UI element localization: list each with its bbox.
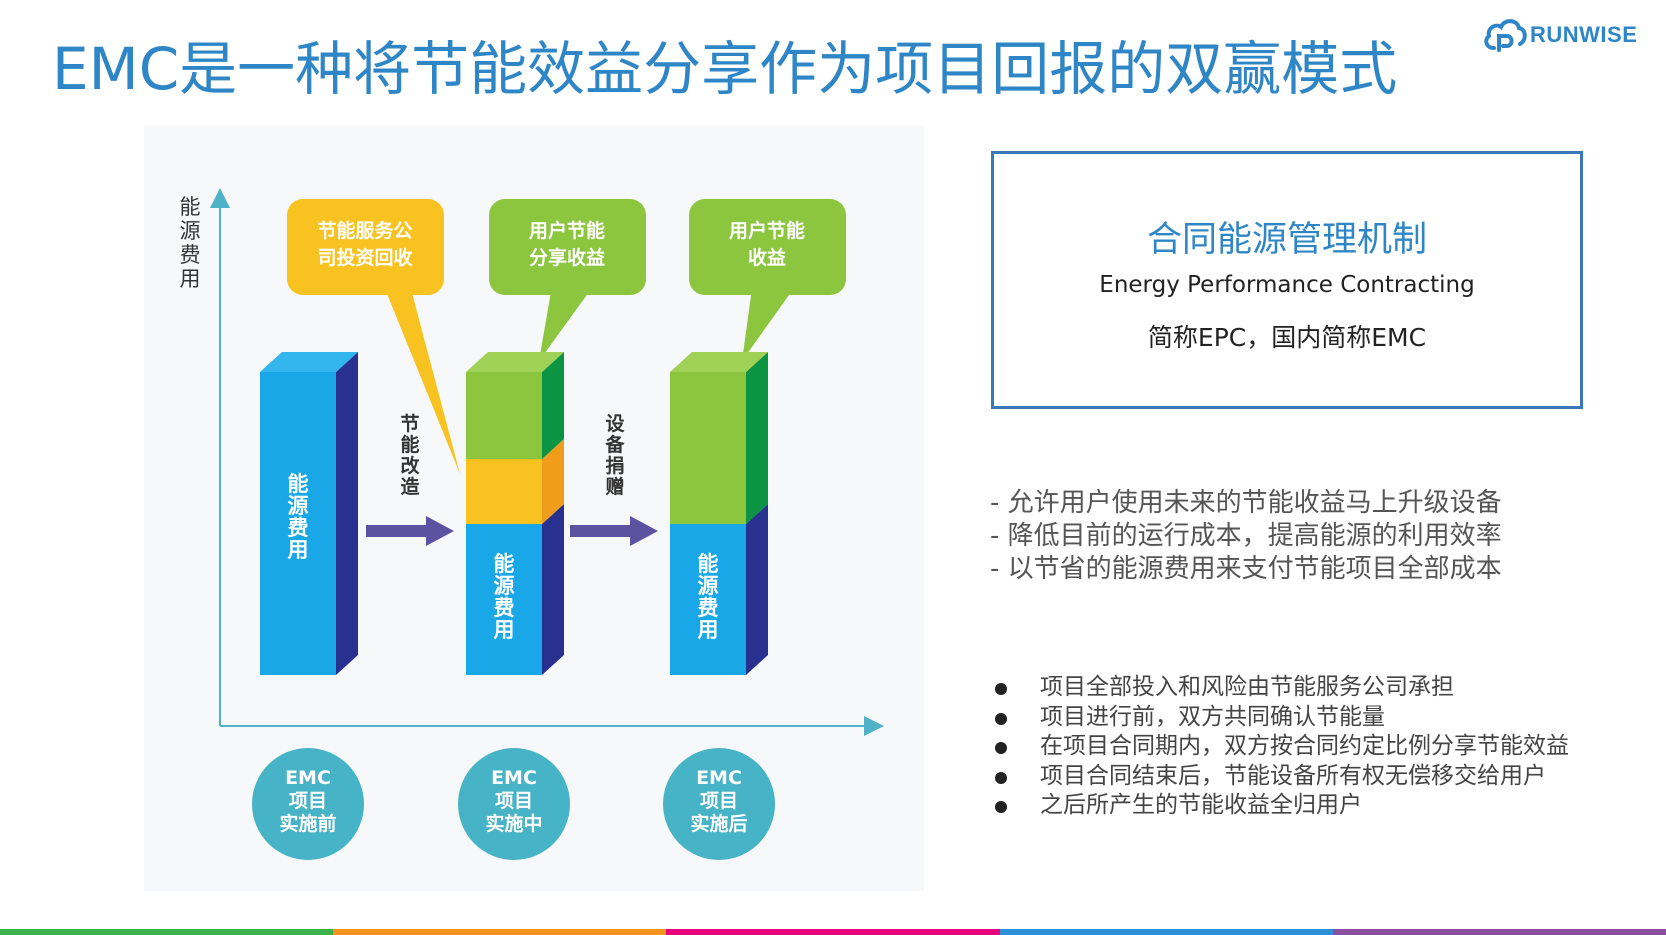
bar-segment <box>0 929 333 935</box>
bar-label: 能源费用 <box>698 552 719 642</box>
bar-label-char: 费 <box>494 596 515 620</box>
bar-label-char: 能 <box>288 472 309 496</box>
circle-line: 项目 <box>700 790 738 812</box>
arrow-label-char: 改 <box>400 454 420 477</box>
bubble-line: 节能服务公 <box>317 219 412 242</box>
arrow-equipment-donation: 设备捐赠 <box>570 413 658 546</box>
runwise-logo: RUNWISE <box>1482 14 1632 58</box>
circle-line: 实施前 <box>279 812 336 835</box>
bar-label-char: 用 <box>698 618 719 642</box>
y-axis-label: 能源费用 <box>180 195 201 291</box>
arrow-label-char: 设 <box>605 413 624 435</box>
arrow-label-char: 能 <box>400 433 419 456</box>
bar-label: 能源费用 <box>288 472 309 562</box>
y-axis-label-char: 用 <box>180 267 201 291</box>
bubble-line: 收益 <box>748 246 786 269</box>
bar-before: 能源费用 <box>260 352 358 675</box>
bottom-color-bar <box>0 929 1666 935</box>
rules-item: 项目合同结束后，节能设备所有权无偿移交给用户 <box>995 762 1569 792</box>
circle-line: 项目 <box>495 790 533 812</box>
bar-after: 能源费用 <box>670 352 768 675</box>
bar-label-char: 用 <box>494 618 515 642</box>
emc-box-short-name: 简称EPC，国内简称EMC <box>994 318 1580 354</box>
rules-item: 项目全部投入和风险由节能服务公司承担 <box>995 673 1569 703</box>
circle-line: EMC <box>696 767 742 789</box>
bar-label-char: 能 <box>698 552 719 576</box>
bar-label-char: 源 <box>288 494 309 518</box>
bubble-line: 用户节能 <box>729 219 805 242</box>
bar-segment <box>1333 929 1666 935</box>
bar-label-char: 费 <box>288 516 309 540</box>
bubble-user-benefit: 用户节能收益 <box>689 199 846 361</box>
bar-segment <box>1000 929 1333 935</box>
arrow-label: 节能改造 <box>400 413 420 498</box>
circle-line: 实施中 <box>485 812 542 835</box>
cloud-logo-icon <box>1482 14 1528 54</box>
benefit-list: - 允许用户使用未来的节能收益马上升级设备 - 降低目前的运行成本，提高能源的利… <box>990 487 1502 586</box>
logo-text: RUNWISE <box>1530 22 1637 48</box>
arrow-energy-retrofit: 节能改造 <box>366 413 454 546</box>
benefit-item: - 以节省的能源费用来支付节能项目全部成本 <box>990 553 1502 586</box>
y-axis-label-char: 费 <box>180 243 201 267</box>
arrow-label-char: 造 <box>400 475 420 498</box>
arrow-label-char: 捐 <box>605 455 624 477</box>
arrow-label-char: 节 <box>400 413 419 435</box>
bubble-line: 用户节能 <box>529 219 605 242</box>
emc-definition-box: 合同能源管理机制 Energy Performance Contracting … <box>991 151 1583 409</box>
bubble-line: 司投资回收 <box>317 246 412 269</box>
bar-label-char: 源 <box>698 574 719 598</box>
benefit-item: - 允许用户使用未来的节能收益马上升级设备 <box>990 487 1502 520</box>
page-title: EMC是一种将节能效益分享作为项目回报的双赢模式 <box>52 24 1397 114</box>
bar-segment <box>666 929 999 935</box>
arrow-label-char: 备 <box>604 433 625 456</box>
bar-segment <box>333 929 666 935</box>
bubble-user-share: 用户节能分享收益 <box>489 199 646 361</box>
rules-list: 项目全部投入和风险由节能服务公司承担 项目进行前，双方共同确认节能量 在项目合同… <box>995 673 1569 821</box>
bar-label-char: 费 <box>698 596 719 620</box>
arrow-label: 设备捐赠 <box>604 413 625 498</box>
arrow-label-char: 赠 <box>605 475 624 498</box>
emc-box-subtitle: Energy Performance Contracting <box>994 272 1580 298</box>
emc-diagram-svg: 能源费用 节能服务公司投资回收 用户节能分享收益 用户节能收益 能源费用 <box>144 126 924 891</box>
bar-label-char: 能 <box>494 552 515 576</box>
bar-during: 能源费用 <box>466 352 564 675</box>
benefit-item: - 降低目前的运行成本，提高能源的利用效率 <box>990 520 1502 553</box>
rules-item: 之后所产生的节能收益全归用户 <box>995 791 1569 821</box>
bubble-line: 分享收益 <box>529 246 605 269</box>
rules-item: 在项目合同期内，双方按合同约定比例分享节能效益 <box>995 732 1569 762</box>
circle-line: EMC <box>491 767 537 789</box>
bar-label-char: 用 <box>288 538 309 562</box>
circle-line: 实施后 <box>690 812 747 835</box>
rules-item: 项目进行前，双方共同确认节能量 <box>995 703 1569 733</box>
bar-label: 能源费用 <box>494 552 515 642</box>
circle-line: EMC <box>285 767 331 789</box>
emc-box-title: 合同能源管理机制 <box>994 211 1580 262</box>
emc-diagram: 能源费用 节能服务公司投资回收 用户节能分享收益 用户节能收益 能源费用 <box>144 126 924 891</box>
circle-line: 项目 <box>289 790 327 812</box>
y-axis-label-char: 能 <box>180 195 201 219</box>
bar-label-char: 源 <box>494 574 515 598</box>
y-axis-label-char: 源 <box>180 219 201 243</box>
